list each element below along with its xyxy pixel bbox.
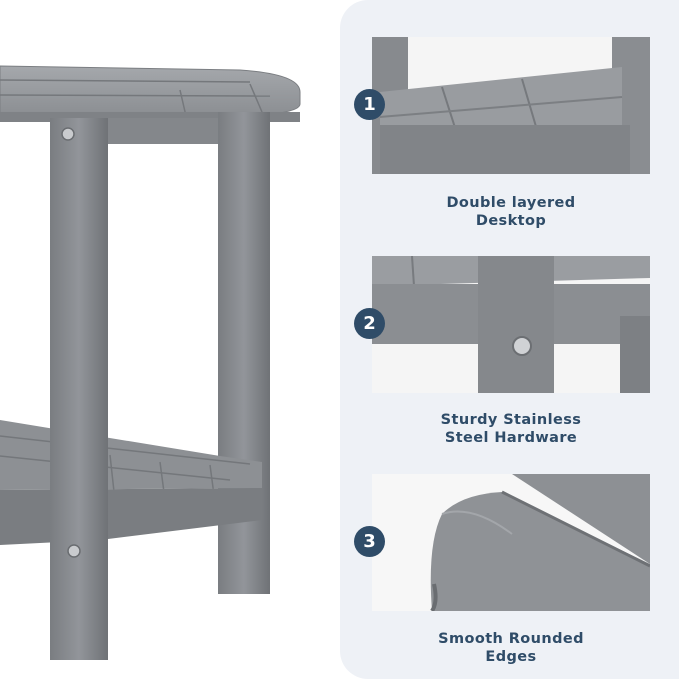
feature-number-badge-2: 2 [354, 308, 385, 339]
feature-caption-2-line-2: Steel Hardware [444, 430, 578, 446]
detail-image-edges [372, 474, 650, 611]
detail-image-desktop [372, 37, 650, 174]
feature-caption-3: Smooth Rounded Edges [372, 630, 650, 666]
feature-caption-1: Double layered Desktop [372, 194, 650, 230]
feature-caption-1-line-2: Desktop [475, 213, 547, 229]
feature-number-badge-3: 3 [354, 526, 385, 557]
feature-caption-2: Sturdy Stainless Steel Hardware [372, 411, 650, 447]
feature-caption-3-line-1: Smooth Rounded [438, 631, 584, 647]
detail-image-hardware [372, 256, 650, 393]
feature-caption-1-line-1: Double layered [446, 195, 576, 211]
side-table-product-image [0, 65, 301, 660]
feature-number-badge-1: 1 [354, 89, 385, 120]
feature-caption-3-line-2: Edges [485, 649, 537, 665]
feature-caption-2-line-1: Sturdy Stainless [440, 412, 582, 428]
